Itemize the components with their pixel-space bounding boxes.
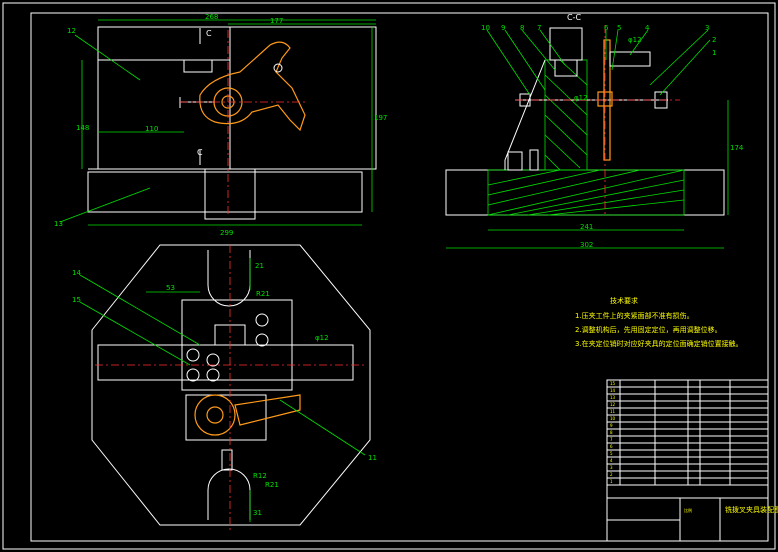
front-view: 268 177 148 110 197 299 C C 12 13 (54, 13, 387, 237)
top-workpiece-hub (194, 394, 236, 436)
dim-197: 197 (374, 114, 387, 122)
balloon-5: 5 (617, 24, 621, 32)
tech-line-3: 3.在夹定位销时对应好夹具的定位面确定销位置接触。 (575, 339, 743, 348)
top-view-slot (97, 344, 354, 381)
balloon-11: 11 (368, 454, 377, 462)
fixture-block (181, 299, 293, 391)
section-mark-top: C (206, 29, 212, 38)
bottom-u-slot (207, 468, 251, 520)
dim-241: 241 (580, 223, 593, 231)
balloon-15: 15 (72, 296, 81, 304)
front-upper-body (97, 26, 377, 170)
dim-phi12: φ12 (315, 334, 329, 342)
bom-row-number: 11 (610, 409, 616, 414)
balloon-2: 2 (712, 36, 716, 44)
drawing-name: 铣拨叉夹具装配图 (725, 505, 778, 514)
balloon-10: 10 (481, 24, 490, 32)
dim-174: 174 (730, 144, 744, 152)
balloon-6: 6 (604, 24, 609, 32)
balloon-14: 14 (72, 269, 81, 277)
bom-row-number: 13 (610, 395, 616, 400)
bom-row-number: 9 (610, 423, 613, 428)
bom-rows: 15 14 13 12 11 10 9 8 7 6 5 4 3 2 1 (607, 381, 768, 484)
scale-label: 比例 (684, 507, 692, 513)
bom-row-number: 14 (610, 388, 616, 393)
dim-53: 53 (166, 284, 175, 292)
balloon-13: 13 (54, 220, 63, 228)
dim-r21-bottom: R21 (265, 481, 279, 489)
dim-r12: R12 (253, 472, 267, 480)
tech-title: 技术要求 (610, 296, 638, 305)
side-view-section: C-C 174 241 302 φ12 φ12 (445, 13, 744, 249)
dim-148: 148 (76, 124, 89, 132)
bom-row-number: 7 (610, 437, 613, 442)
balloon-9: 9 (501, 24, 505, 32)
inner-border (30, 12, 769, 542)
bom-row-number: 2 (610, 472, 613, 477)
bom-row-number: 5 (610, 451, 613, 456)
balloon-12: 12 (67, 27, 76, 35)
side-workpiece (603, 39, 611, 161)
dim-302: 302 (580, 241, 593, 249)
octagon-base (91, 244, 371, 526)
bom-row-number: 8 (610, 430, 613, 435)
balloon-4: 4 (645, 24, 650, 32)
workpiece-fork (199, 41, 306, 132)
bom-row-number: 12 (610, 402, 616, 407)
tech-line-2: 2.调整机构后，先用固定定位，再用调整位移。 (575, 325, 722, 334)
dim-110: 110 (145, 125, 158, 133)
balloon-7: 7 (537, 24, 541, 32)
dim-side-phi12: φ12 (628, 36, 642, 44)
balloon-8: 8 (520, 24, 524, 32)
title-block: 铣拨叉夹具装配图 比例 15 14 13 12 11 10 9 8 7 6 5 4 3 2 1 (606, 379, 778, 542)
bom-row-number: 6 (610, 444, 613, 449)
top-u-slot (207, 250, 251, 307)
section-title: C-C (567, 13, 581, 22)
bom-row-number: 15 (610, 381, 616, 386)
bom-row-number: 1 (610, 479, 613, 484)
dim-299: 299 (220, 229, 233, 237)
base-hatching (487, 169, 685, 216)
dim-r21-top: R21 (256, 290, 270, 298)
top-view: 53 21 R21 φ12 R12 R21 31 14 15 11 (72, 244, 377, 530)
bom-row-number: 10 (610, 416, 616, 421)
dim-side-phi12b: φ12 (574, 94, 588, 102)
tech-requirements: 技术要求 1.压夹工件上的夹紧面部不准有损伤。 2.调整机构后，先用固定定位，再… (575, 296, 743, 348)
dim-177: 177 (270, 17, 283, 25)
tech-line-1: 1.压夹工件上的夹紧面部不准有损伤。 (575, 311, 694, 320)
balloon-3: 3 (705, 24, 709, 32)
front-base-plate (87, 171, 363, 213)
dim-31: 31 (253, 509, 262, 517)
balloon-1: 1 (712, 49, 716, 57)
bom-row-number: 3 (610, 465, 613, 470)
dim-268: 268 (205, 13, 218, 21)
bom-row-number: 4 (610, 458, 613, 463)
dim-21: 21 (255, 262, 264, 270)
